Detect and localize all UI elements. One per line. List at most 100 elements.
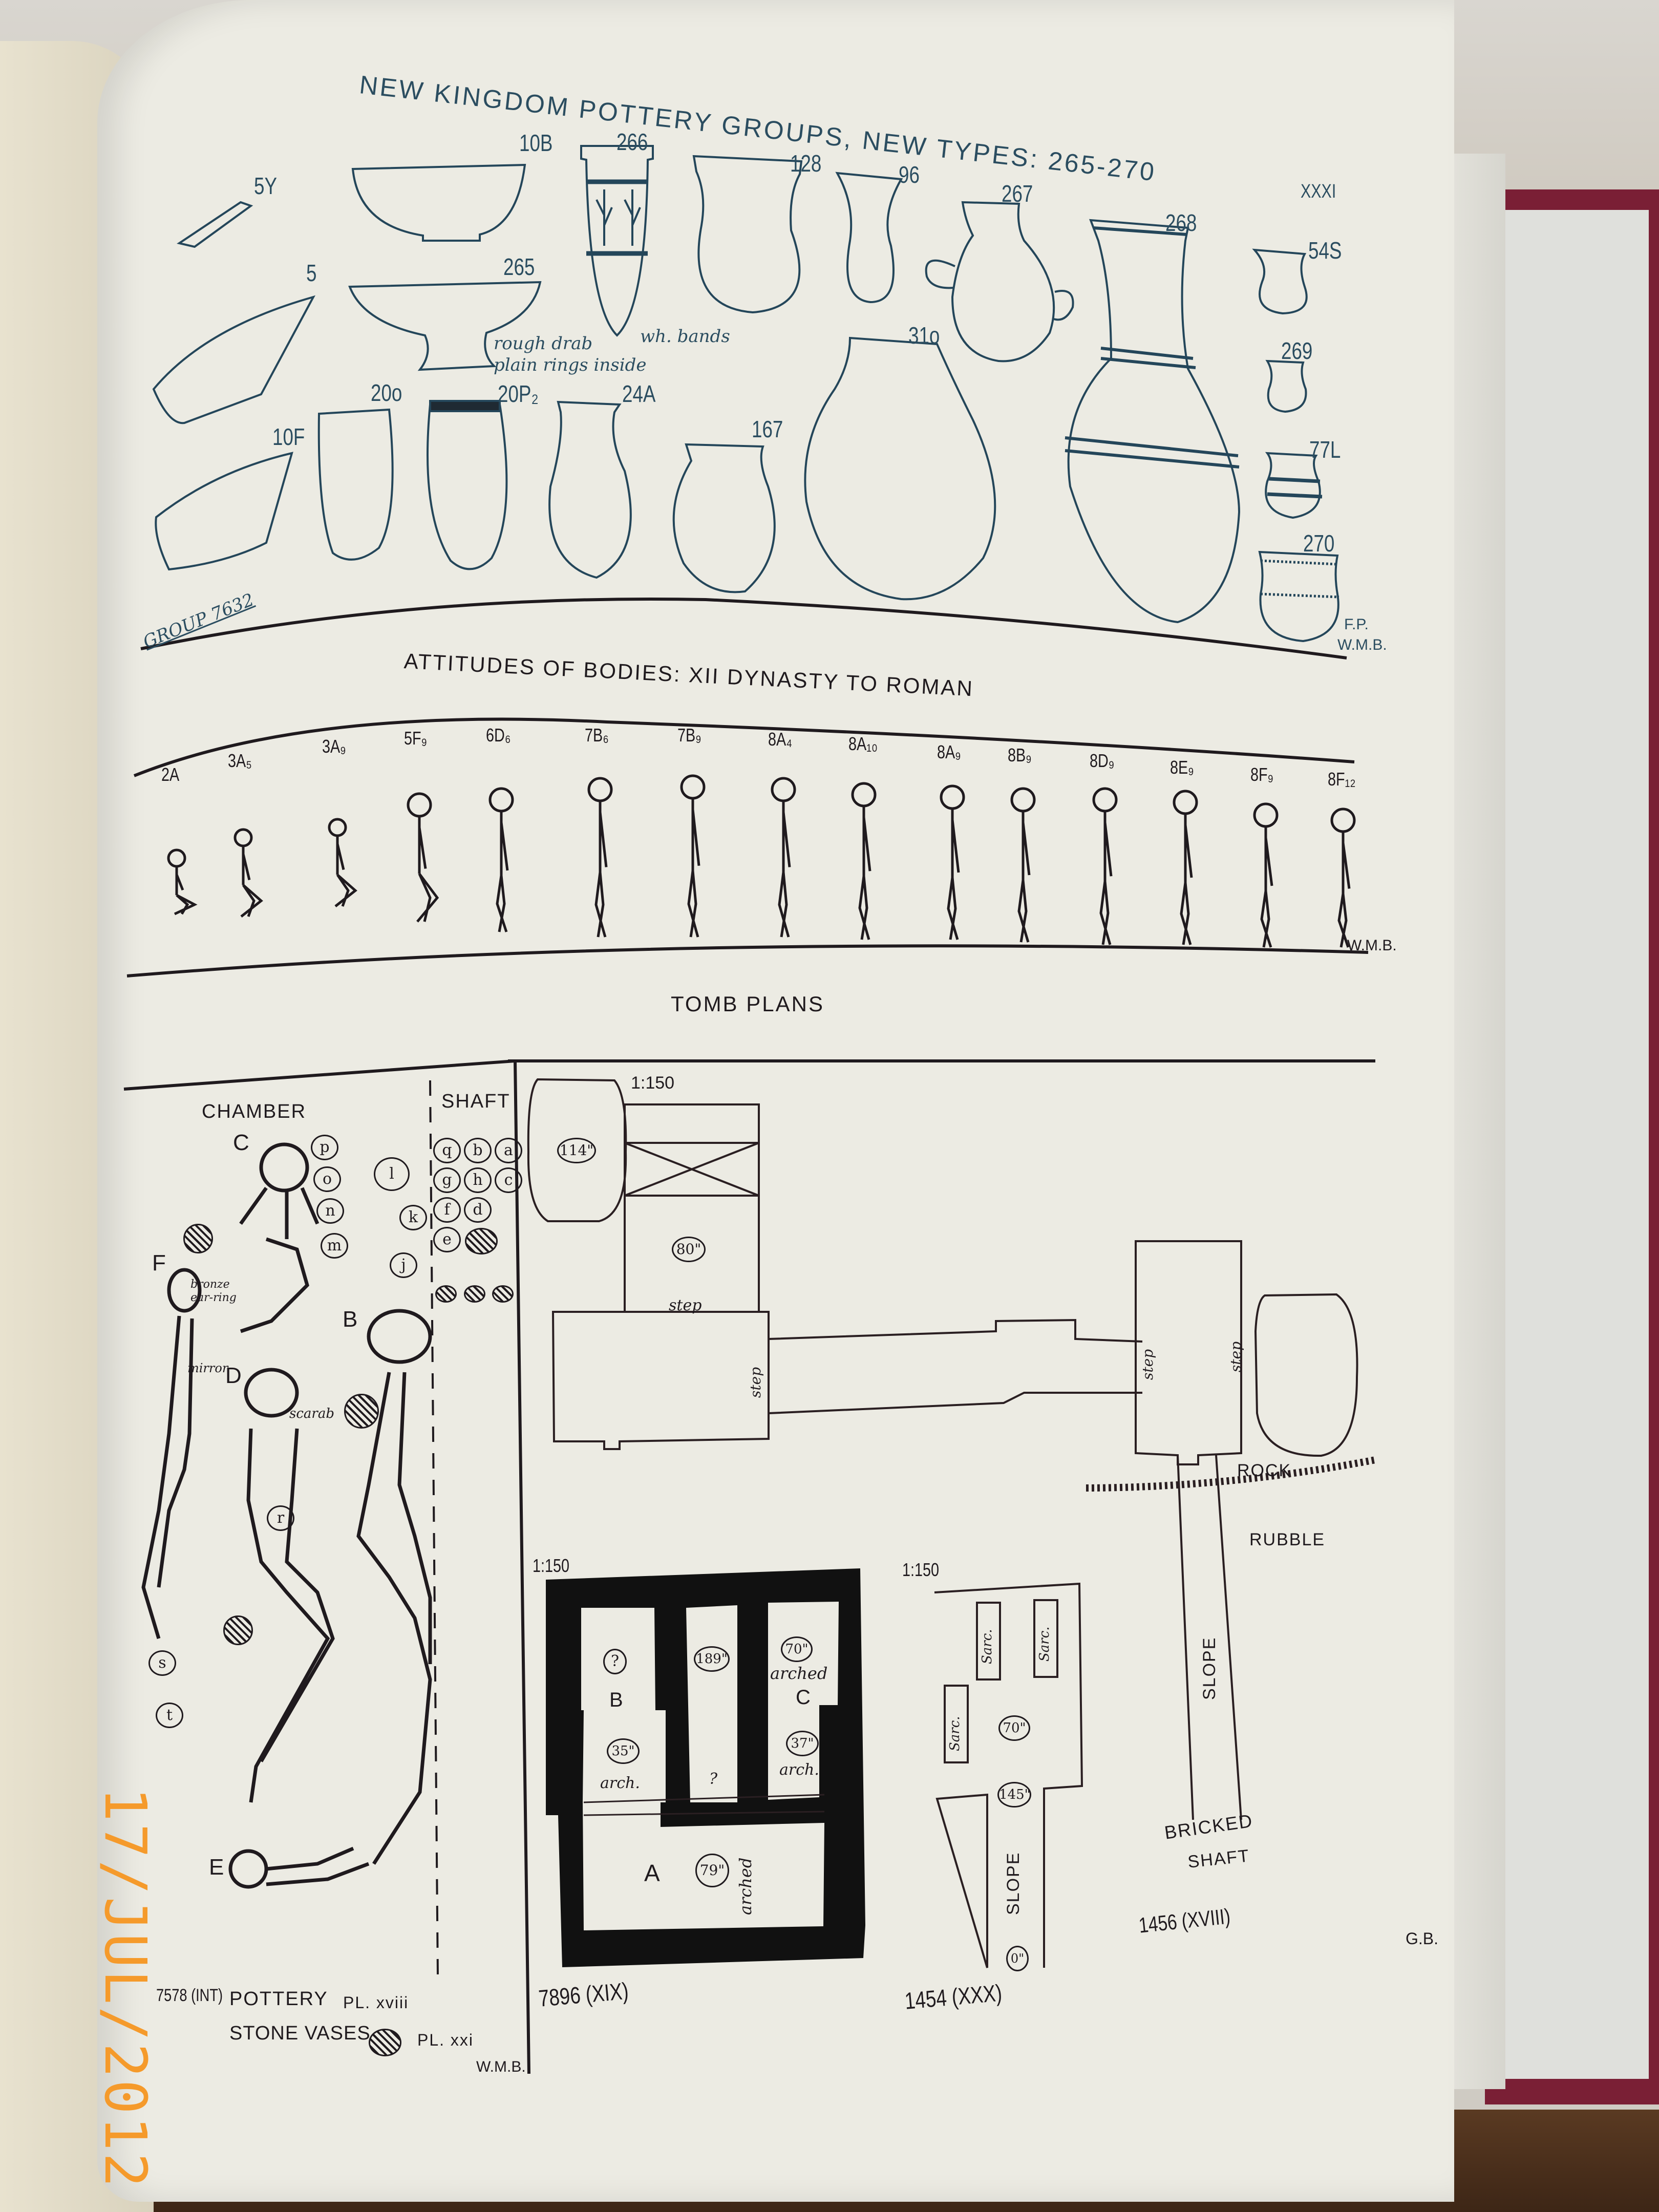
type-label-24A: 24A — [622, 380, 656, 407]
body-attitude-figure — [328, 818, 357, 907]
body-label-B: B — [343, 1307, 358, 1332]
pot-167 — [672, 443, 776, 593]
tomb-7578-caption: 7578 (INT) — [156, 1986, 223, 2005]
slope-label: SLOPE — [1200, 1636, 1219, 1700]
depth-70: 70" — [998, 1715, 1030, 1741]
type-label-268: 268 — [1165, 209, 1197, 236]
stone-vase-icon — [464, 1285, 485, 1303]
skeleton-B — [356, 1309, 432, 1865]
step-label: step — [747, 1367, 764, 1398]
type-label-96: 96 — [899, 161, 920, 188]
pot-10F — [155, 452, 293, 571]
attitude-label: 8D₉ — [1090, 750, 1115, 771]
legend-stone-vase-icon — [369, 2029, 401, 2056]
body-label-F: F — [152, 1250, 166, 1275]
pot-266-bands — [586, 179, 648, 256]
step-label: step — [1227, 1341, 1244, 1372]
pottery-item-k: k — [399, 1205, 427, 1230]
pot-5 — [152, 295, 315, 424]
tomb-1456-oval-room — [1254, 1293, 1358, 1457]
type-label-54S: 54S — [1308, 237, 1342, 264]
body-attitude-figure — [587, 777, 613, 938]
note-wh-bands: wh. bands — [640, 326, 730, 347]
depth-145: 145" — [997, 1782, 1031, 1807]
credit-fp: F.P. — [1344, 616, 1369, 633]
pottery-item-d: d — [464, 1197, 492, 1223]
pottery-item-o: o — [313, 1166, 341, 1192]
type-label-31o: 31o — [908, 322, 940, 349]
stone-vase-icon — [492, 1285, 514, 1303]
pottery-drawings — [152, 145, 1339, 643]
pot-77L-bands — [1267, 477, 1323, 499]
attitude-label: 3A₅ — [228, 750, 252, 771]
depth-unknown: ? — [603, 1649, 627, 1674]
pottery-item-a: a — [495, 1138, 522, 1163]
body-label-D: D — [225, 1363, 242, 1388]
attitude-label: 8F₁₂ — [1328, 769, 1356, 790]
rock-label: ROCK — [1237, 1461, 1292, 1480]
pot-77L — [1265, 452, 1321, 519]
credit-wmb-tombs: W.M.B. — [476, 2058, 526, 2075]
body-attitude-figure — [1253, 802, 1279, 948]
bodies-bottom-curve — [126, 944, 1369, 977]
arch-label-b: arch. — [600, 1774, 640, 1792]
attitude-label: 8A₉ — [937, 741, 961, 762]
type-label-5Y: 5Y — [254, 173, 278, 199]
pot-31o — [804, 336, 996, 601]
pot-266 — [580, 145, 654, 337]
pot-266-leaves — [595, 189, 641, 246]
stone-vase-icon — [344, 1394, 379, 1429]
body-attitude-figure — [488, 787, 514, 932]
pot-265 — [348, 281, 542, 371]
tomb-1456-scale: 1:150 — [631, 1073, 675, 1093]
stone-vase-icon — [465, 1228, 498, 1254]
tomb-1456-right-chamber — [1135, 1240, 1242, 1465]
attitude-label: 8E₉ — [1170, 757, 1194, 778]
step-label: step — [669, 1296, 702, 1314]
legend-pottery: POTTERY — [229, 1988, 328, 2010]
tomb-7896-walls — [546, 1568, 865, 1967]
sarcophagus-label-3: Sarc. — [947, 1716, 963, 1751]
tomb-7896-scale: 1:150 — [533, 1555, 570, 1576]
tomb-1454-scale: 1:150 — [902, 1559, 940, 1580]
pottery-item-q: q — [433, 1138, 461, 1163]
note-ear-ring: ear-ring — [190, 1291, 237, 1304]
body-label-C: C — [233, 1130, 249, 1155]
depth-0: 0" — [1006, 1946, 1029, 1971]
depth-114: 114" — [557, 1138, 596, 1163]
pot-5Y — [177, 201, 253, 248]
pottery-item-p: p — [311, 1135, 338, 1160]
tomb-7578-border — [514, 1060, 530, 2074]
note-rough-drab: rough drab — [494, 333, 593, 354]
room-label-A: A — [644, 1860, 660, 1886]
body-attitude-figure — [680, 774, 706, 938]
legend-pottery-ref: PL. xviii — [343, 1993, 409, 2012]
depth-80: 80" — [672, 1237, 706, 1262]
tomb-1456-sloping-shaft — [1177, 1455, 1242, 1820]
attitude-label: 7B₉ — [677, 725, 701, 746]
attitude-label: 8F₉ — [1250, 764, 1274, 785]
shaft-label: SHAFT — [441, 1091, 511, 1112]
pot-268 — [1067, 219, 1241, 624]
attitude-label: 8B₉ — [1008, 745, 1032, 765]
tomb-1454-plan — [934, 1582, 1083, 1968]
pot-96 — [835, 172, 903, 304]
pottery-item-f: f — [433, 1197, 461, 1223]
stone-vase-icon — [183, 1224, 213, 1253]
pot-20P2-rim — [429, 400, 501, 412]
chamber-label: CHAMBER — [202, 1101, 307, 1122]
pottery-item-g: g — [433, 1167, 461, 1193]
pot-20o — [317, 408, 394, 561]
pottery-item-j: j — [390, 1252, 417, 1278]
pottery-item-s: s — [148, 1650, 176, 1676]
stone-vase-icon — [435, 1285, 457, 1303]
body-attitude-figure — [1010, 787, 1036, 943]
pottery-item-c: c — [495, 1167, 522, 1193]
chamber-shaft-dashed-divider — [429, 1080, 439, 1977]
bodies-top-curve — [133, 717, 1355, 777]
note-bronze: bronze — [190, 1278, 230, 1291]
pottery-item-b: b — [464, 1138, 492, 1163]
legend-stone-ref: PL. xxi — [417, 2031, 474, 2049]
skeleton-C — [239, 1142, 320, 1333]
type-label-10F: 10F — [272, 423, 305, 450]
